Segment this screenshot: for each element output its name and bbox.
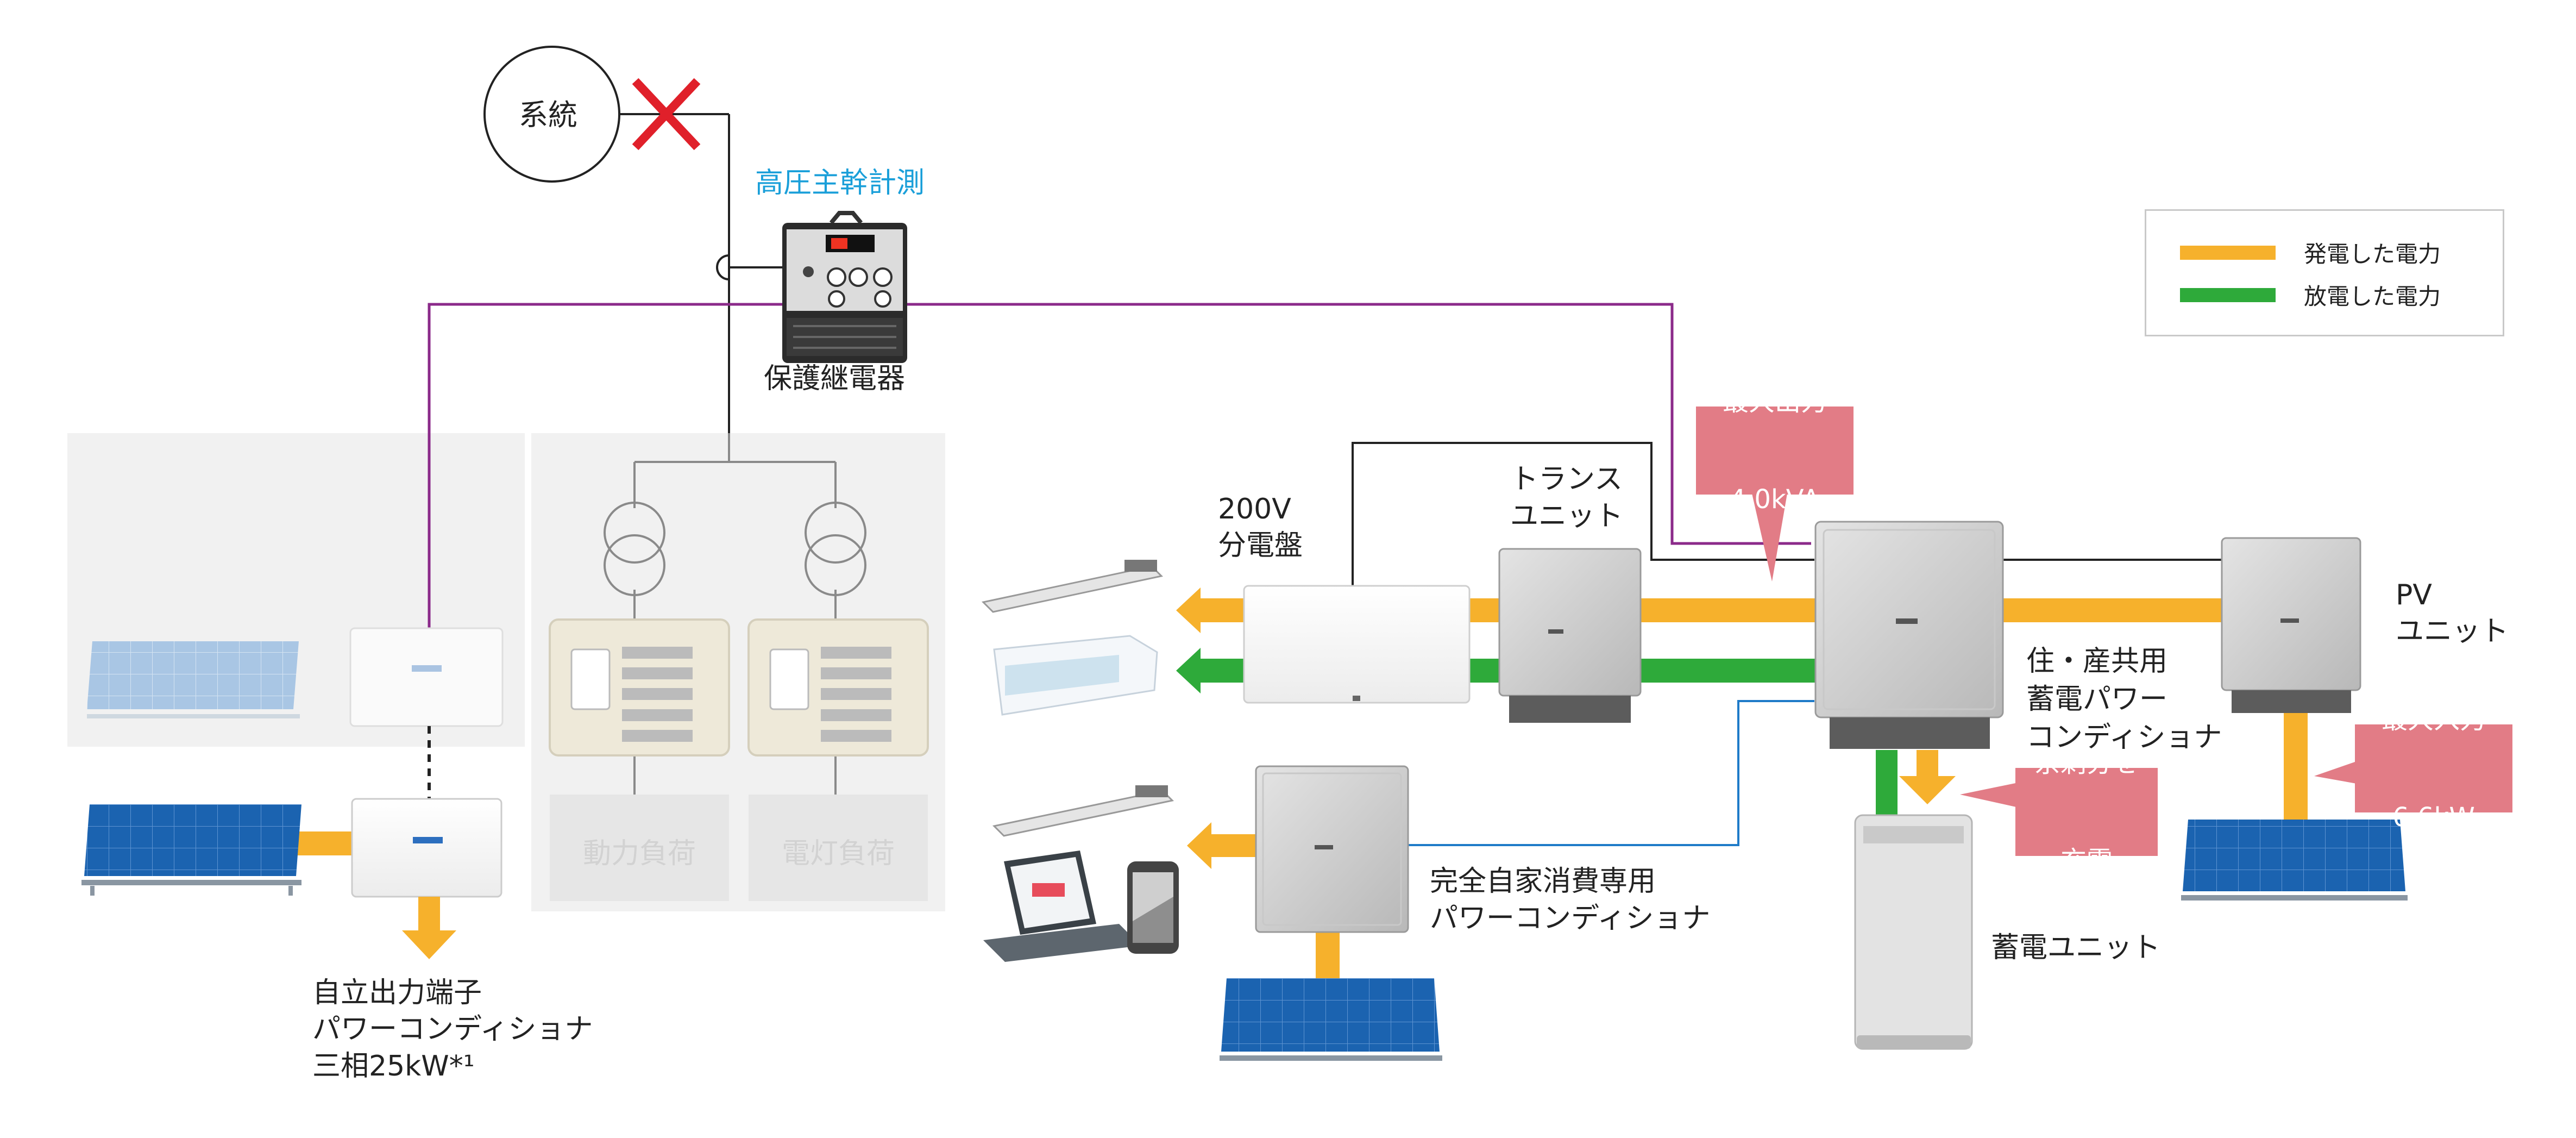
legend-label-generated: 発電した電力 [2304,241,2441,267]
main-pcs-label-3: コンディショナ [2026,721,2222,754]
callout-max-output-line1: 最大出力 [1722,386,1827,417]
pv-panel-faded [87,641,300,718]
callout-max-output-tail [1752,493,1787,581]
arrow-charge-down [1899,750,1956,804]
legend: 発電した電力 放電した電力 [2145,209,2504,336]
callout-surplus-line2: 充電 [2060,846,2113,876]
callout-max-output: 最大出力 4.0kVA [1696,386,1854,515]
transformer-wiring [633,433,837,795]
lighting-load-box [749,795,928,901]
pcs-faded [349,627,504,727]
self-consumption-pcs-label-2: パワーコンディショナ [1430,902,1711,935]
arrow-self-consumption-left [1187,822,1256,869]
pv-panel-left [81,804,301,896]
main-pcs-label-1: 住・産共用 [2026,645,2168,678]
legend-item-discharged: 放電した電力 [2180,278,2441,311]
callout-surplus: 余剰分を 充電 [2015,748,2158,876]
flow-pv-up [2284,704,2308,829]
main-pcs-label-2: 蓄電パワー [2026,683,2168,716]
storage-unit-device [1854,814,1973,1050]
callout-max-input-line1: 最大入力 [2381,704,2486,735]
left-pcs-label-3: 三相25kW*¹ [312,1050,475,1083]
comm-line [1408,700,1814,846]
callout-surplus-line1: 余剰分を [2034,748,2139,778]
self-consumption-pcs-device [1255,765,1409,933]
pv-panel-pv-unit [2181,820,2408,901]
light-fixture-upper [981,560,1164,613]
legend-swatch-generated [2180,245,2276,260]
switchboard-power [549,618,730,756]
ct-sensor-icon [716,254,730,280]
trans-bypass-line [1352,442,1814,587]
pcs-left [351,798,502,898]
left-pv-flow [296,831,353,855]
lighting-load-label: 電灯負荷 [781,837,895,870]
callout-max-input: 最大入力 6.6kW [2355,704,2512,833]
arrow-discharged-left [1176,648,1244,693]
switchboard-lighting [747,618,929,756]
distribution-board-200v [1243,585,1471,704]
left-output-arrow [402,897,456,959]
pv-unit-label-2: ユニット [2396,615,2509,648]
flow-self-pv-up [1316,932,1340,981]
storage-unit-label: 蓄電ユニット [1991,931,2161,964]
legend-label-discharged: 放電した電力 [2304,283,2441,310]
trans-unit-device [1498,548,1642,723]
trans-unit-label-2: ユニット [1510,500,1624,533]
transformer-icon [604,502,866,596]
legend-swatch-discharged [2180,287,2276,302]
smartphone-icon [1127,861,1179,954]
distribution-board-label-2: 分電盤 [1218,529,1303,562]
arrow-generated-left [1176,587,1244,633]
callout-surplus-tail [1960,781,2024,809]
protective-relay-device [782,211,907,363]
grid-label: 系統 [519,98,577,132]
main-pcs-device [1814,521,2004,749]
power-load-label: 動力負荷 [582,837,696,870]
air-conditioner-icon [993,635,1158,716]
relay-signal-line [428,303,1811,630]
meter-title: 高圧主幹計測 [755,167,925,199]
trans-unit-label-1: トランス [1510,463,1623,496]
distribution-board-label-1: 200V [1218,493,1291,526]
light-fixture-lower [992,785,1174,837]
legend-item-generated: 発電した電力 [2180,236,2441,269]
disconnect-cross-icon [632,78,701,151]
relay-label: 保護継電器 [764,362,906,395]
pv-unit-label-1: PV [2396,579,2432,611]
callout-max-output-line2: 4.0kVA [1729,484,1820,515]
callout-max-input-tail [2314,758,2366,785]
flow-discharge-down [1876,750,1898,818]
left-pcs-label-2: パワーコンディショナ [312,1013,593,1046]
pv-panel-self-consumption [1220,978,1442,1061]
laptop-icon [983,851,1141,962]
callout-max-input-line2: 6.6kW [2392,802,2475,833]
self-consumption-pcs-label-1: 完全自家消費専用 [1430,865,1656,898]
left-pcs-label-1: 自立出力端子 [312,977,482,1009]
pv-unit-device [2221,537,2361,713]
power-load-box [550,795,729,901]
